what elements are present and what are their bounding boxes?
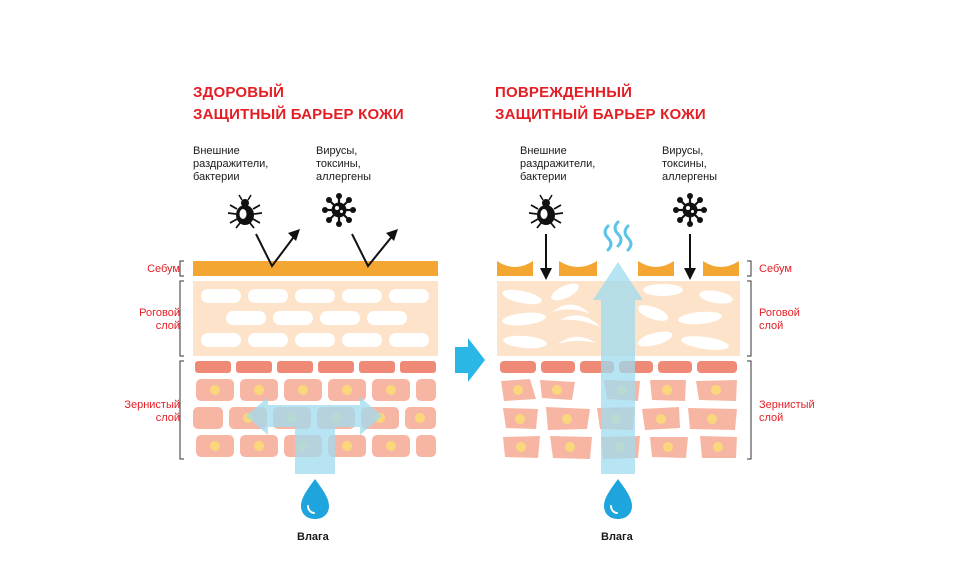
left-sebum-label: Себум	[147, 263, 180, 275]
healthy-title-line2: ЗАЩИТНЫЙ БАРЬЕР КОЖИ	[193, 106, 404, 123]
left-corneocytes	[201, 289, 429, 347]
label-line: Роговой	[139, 307, 180, 319]
right-sebum-bracket	[747, 260, 752, 277]
left-sebum-bracket	[179, 260, 184, 277]
water-drop-icon	[300, 478, 330, 520]
caption-line: раздражители,	[193, 158, 269, 170]
left-moisture-retained-arrow	[246, 397, 382, 474]
left-horny-label: Роговой слой	[120, 307, 180, 333]
label-line: слой	[155, 320, 180, 332]
damaged-viruses-caption: Вирусы, токсины, аллергены	[662, 145, 717, 184]
left-granular-top-row	[195, 361, 436, 373]
caption-line: аллергены	[662, 171, 718, 183]
evaporation-waves-icon	[603, 220, 633, 252]
damaged-title-line2: ЗАЩИТНЫЙ БАРЬЕР КОЖИ	[495, 106, 706, 123]
label-line: Роговой	[759, 307, 800, 319]
label-line: слой	[759, 412, 784, 424]
damaged-title-line1: ПОВРЕЖДЕННЫЙ	[495, 84, 633, 101]
left-granular-bracket	[179, 360, 184, 460]
left-granular-label: Зернистый слой	[110, 399, 180, 425]
left-deflection-arrows	[255, 233, 395, 268]
caption-line: Внешние	[520, 145, 567, 157]
caption-line: Внешние	[193, 145, 240, 157]
damaged-title: ПОВРЕЖДЕННЫЙ ЗАЩИТНЫЙ БАРЬЕР КОЖИ	[495, 82, 706, 126]
label-line: Зернистый	[759, 399, 815, 411]
label-line: слой	[155, 412, 180, 424]
right-horny-label: Роговой слой	[759, 307, 800, 333]
virus-icon	[320, 191, 358, 229]
right-sebum-label: Себум	[759, 263, 792, 275]
healthy-moisture-label: Влага	[297, 531, 329, 543]
caption-line: аллергены	[316, 171, 372, 183]
right-granular-label: Зернистый слой	[759, 399, 815, 425]
healthy-irritants-caption: Внешние раздражители, бактерии	[193, 145, 268, 184]
deflect-arrowhead	[386, 229, 398, 241]
penetrate-arrowhead	[684, 268, 696, 280]
right-horny-bracket	[747, 280, 752, 357]
water-drop-icon	[603, 478, 633, 520]
caption-line: токсины,	[662, 158, 707, 170]
left-sebum-layer	[193, 261, 438, 276]
healthy-viruses-caption: Вирусы, токсины, аллергены	[316, 145, 371, 184]
left-horny-bracket	[179, 280, 184, 357]
right-penetration-arrows	[545, 234, 691, 272]
tick-icon	[227, 194, 263, 229]
right-damaged-corneocytes	[502, 283, 733, 350]
caption-line: бактерии	[193, 171, 240, 183]
caption-line: раздражители,	[520, 158, 596, 170]
transition-arrow-icon	[455, 338, 485, 382]
caption-line: Вирусы,	[662, 145, 704, 157]
damaged-moisture-label: Влага	[601, 531, 633, 543]
caption-line: токсины,	[316, 158, 361, 170]
caption-line: Вирусы,	[316, 145, 358, 157]
healthy-title: ЗДОРОВЫЙ ЗАЩИТНЫЙ БАРЬЕР КОЖИ	[193, 82, 404, 126]
penetrate-arrowhead	[540, 268, 552, 280]
right-moisture-loss-arrow	[593, 262, 643, 474]
tick-icon	[528, 194, 564, 229]
label-line: слой	[759, 320, 784, 332]
damaged-irritants-caption: Внешние раздражители, бактерии	[520, 145, 595, 184]
label-line: Зернистый	[124, 399, 180, 411]
right-sebum-segments	[497, 261, 739, 276]
healthy-title-line1: ЗДОРОВЫЙ	[193, 84, 285, 101]
caption-line: бактерии	[520, 171, 567, 183]
deflect-arrowhead	[288, 229, 300, 241]
virus-icon	[671, 191, 709, 229]
right-granular-bracket	[747, 360, 752, 460]
